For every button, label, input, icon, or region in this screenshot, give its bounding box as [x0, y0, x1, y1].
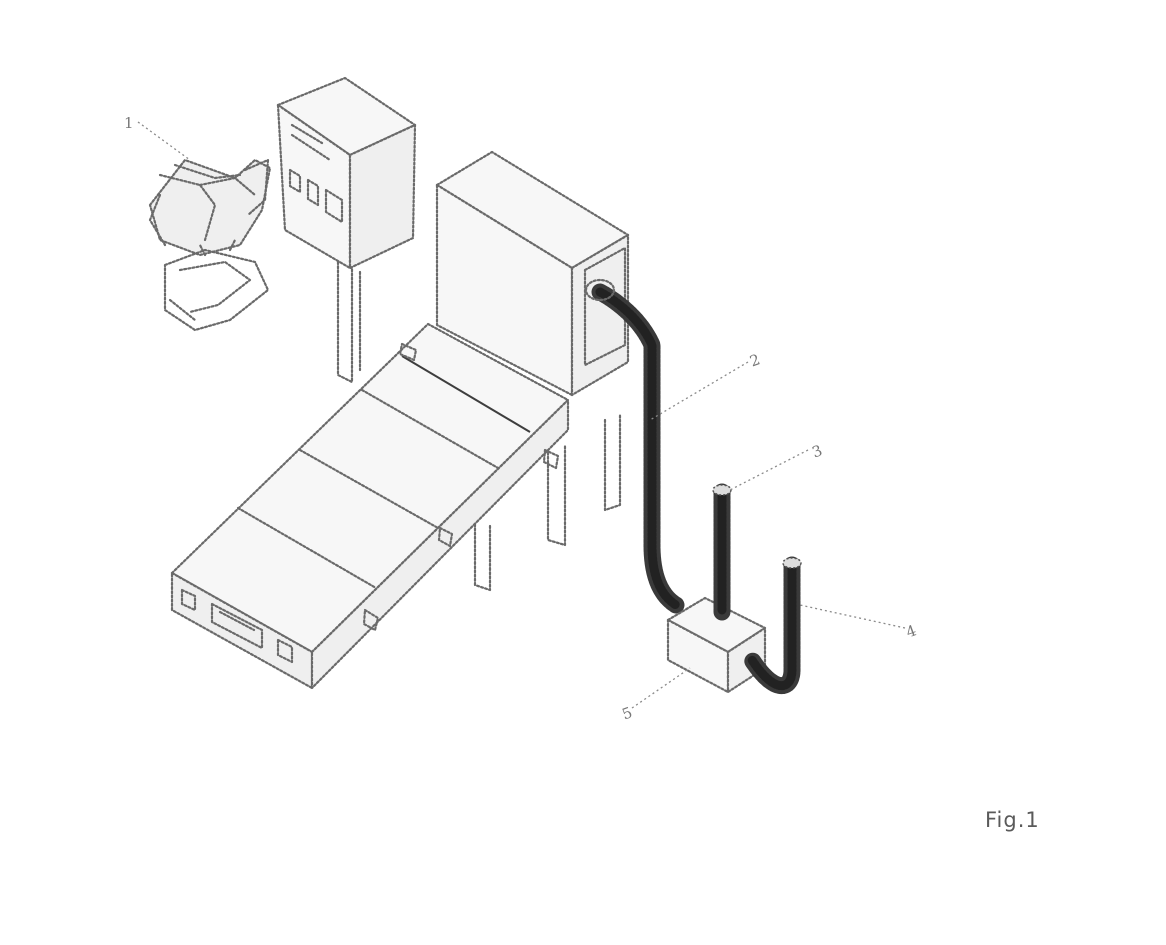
- control-cabinet: [276, 76, 417, 384]
- callout-5: 5: [620, 703, 635, 723]
- callout-4: 4: [904, 621, 919, 641]
- callout-2: 2: [747, 350, 762, 370]
- vertical-pipe: [712, 483, 732, 621]
- j-pipe: [743, 556, 802, 695]
- figure-caption: Fig.1: [985, 808, 1040, 832]
- conveyor: [170, 322, 570, 690]
- hose: [584, 278, 685, 614]
- camera-unit: [148, 158, 272, 332]
- callout-1: 1: [124, 114, 134, 132]
- leader-lines: [137, 121, 906, 709]
- callout-3: 3: [810, 441, 825, 461]
- main-housing: [435, 150, 630, 592]
